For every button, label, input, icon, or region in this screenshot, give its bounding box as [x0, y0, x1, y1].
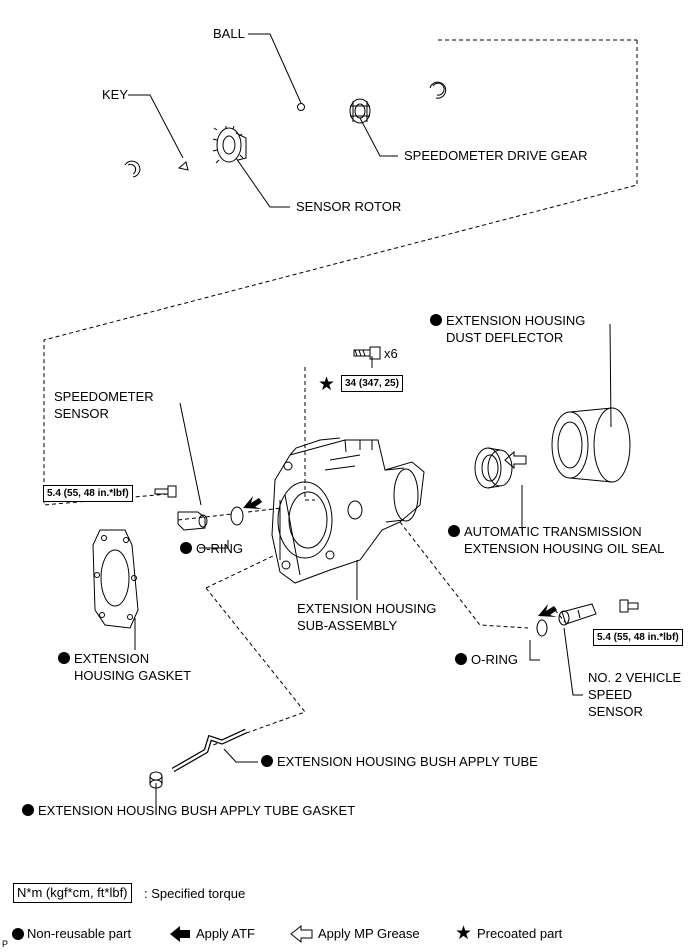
label-o-ring-left: O-RING [180, 541, 243, 557]
label-oil-seal: AUTOMATIC TRANSMISSION EXTENSION HOUSING… [448, 523, 664, 557]
speedometer-drive-gear [349, 98, 371, 124]
legend-apply-atf: Apply ATF [196, 926, 256, 941]
label-bolt-qty: x6 [384, 346, 398, 361]
label-gasket: EXTENSION HOUSING GASKET [58, 650, 191, 684]
mp-grease-arrow [504, 450, 527, 470]
sensor-rotor-part [212, 125, 247, 164]
label-sensor-rotor: SENSOR ROTOR [296, 199, 402, 214]
non-reusable-dot-icon [455, 653, 467, 665]
ball-part [297, 103, 305, 111]
o-ring-left-part [230, 506, 244, 526]
label-bush-apply-tube-gasket: EXTENSION HOUSING BUSH APPLY TUBE GASKET [22, 803, 355, 819]
snap-ring-left [124, 160, 141, 178]
label-ball: BALL [213, 26, 245, 41]
housing-bolt [353, 346, 381, 360]
label-bush-apply-tube: EXTENSION HOUSING BUSH APPLY TUBE [261, 754, 538, 770]
extension-housing-body [271, 437, 425, 584]
legend-precoated: Precoated part [477, 926, 563, 941]
non-reusable-dot-icon [180, 542, 192, 554]
vss-bolt [619, 599, 639, 613]
legend-mp-arrow-icon [290, 924, 313, 944]
housing-gasket-part [92, 529, 139, 629]
assembly-dashed-lines [43, 39, 638, 746]
non-reusable-dot-icon [22, 804, 34, 816]
atf-arrow-left [243, 496, 262, 509]
legend-dot-icon [12, 928, 24, 940]
legend-apply-mp: Apply MP Grease [318, 926, 420, 941]
vehicle-speed-sensor-part [558, 603, 597, 626]
label-speedometer-drive-gear: SPEEDOMETER DRIVE GEAR [404, 148, 588, 163]
label-dust-deflector: EXTENSION HOUSING DUST DEFLECTOR [430, 312, 585, 346]
torque-box-vss: 5.4 (55, 48 in.*lbf) [593, 629, 683, 646]
bush-apply-tube-gasket-part [149, 771, 163, 789]
torque-box-speedometer-sensor: 5.4 (55, 48 in.*lbf) [43, 485, 133, 502]
non-reusable-dot-icon [58, 652, 70, 664]
legend-torque-desc: : Specified torque [144, 886, 246, 901]
speedometer-sensor-part [177, 511, 208, 531]
label-o-ring-right: O-RING [455, 652, 518, 668]
o-ring-right-part [536, 619, 548, 637]
label-key: KEY [102, 87, 129, 102]
legend-atf-arrow-icon [170, 926, 190, 942]
speedometer-sensor-bolt [154, 485, 177, 498]
snap-ring-top [429, 81, 447, 99]
legend-non-reusable: Non-reusable part [27, 926, 132, 941]
precoated-star-icon: ★ [318, 374, 336, 395]
non-reusable-dot-icon [430, 314, 442, 326]
corner-mark: P [2, 939, 9, 949]
non-reusable-dot-icon [261, 755, 273, 767]
key-part [177, 161, 189, 171]
dust-deflector-part [551, 407, 631, 483]
non-reusable-dot-icon [448, 525, 460, 537]
oil-seal-part [474, 447, 513, 489]
torque-box-housing: 34 (347, 25) [341, 375, 403, 392]
legend-torque-box: N*m (kgf*cm, ft*lbf) [13, 883, 132, 903]
atf-arrow-right [538, 604, 557, 617]
legend-precoated-star-icon: ★ [455, 923, 473, 944]
